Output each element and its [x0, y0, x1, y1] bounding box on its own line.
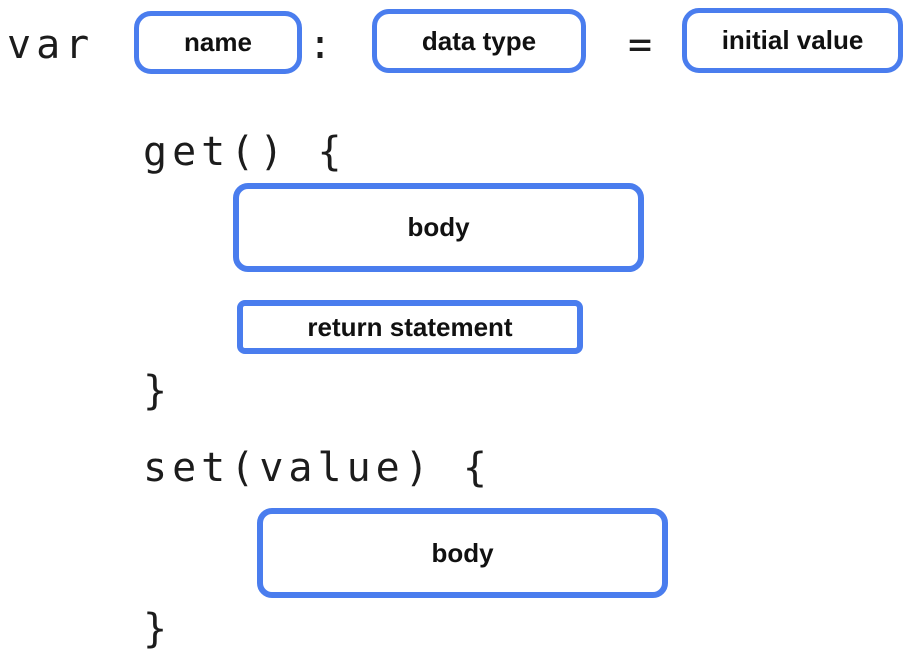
return-statement-placeholder-label: return statement — [307, 311, 513, 342]
name-placeholder-label: name — [184, 27, 252, 57]
getter-body-placeholder-box: body — [233, 183, 644, 272]
keyword-var: var — [7, 22, 95, 68]
setter-signature: set(value) { — [143, 445, 492, 491]
setter-body-placeholder-label: body — [431, 537, 494, 568]
getter-signature: get() { — [143, 129, 347, 175]
getter-body-placeholder-label: body — [407, 212, 470, 242]
initial-value-placeholder-box: initial value — [682, 8, 903, 73]
return-statement-placeholder-box: return statement — [237, 300, 583, 354]
colon-separator: : — [308, 22, 338, 68]
data-type-placeholder-box: data type — [372, 9, 586, 73]
getter-closing-brace: } — [143, 368, 173, 414]
name-placeholder-box: name — [134, 11, 302, 74]
equals-sign: = — [628, 22, 658, 68]
setter-closing-brace: } — [143, 606, 173, 652]
initial-value-placeholder-label: initial value — [721, 25, 864, 55]
setter-body-placeholder-box: body — [257, 508, 668, 598]
data-type-placeholder-label: data type — [421, 25, 537, 56]
